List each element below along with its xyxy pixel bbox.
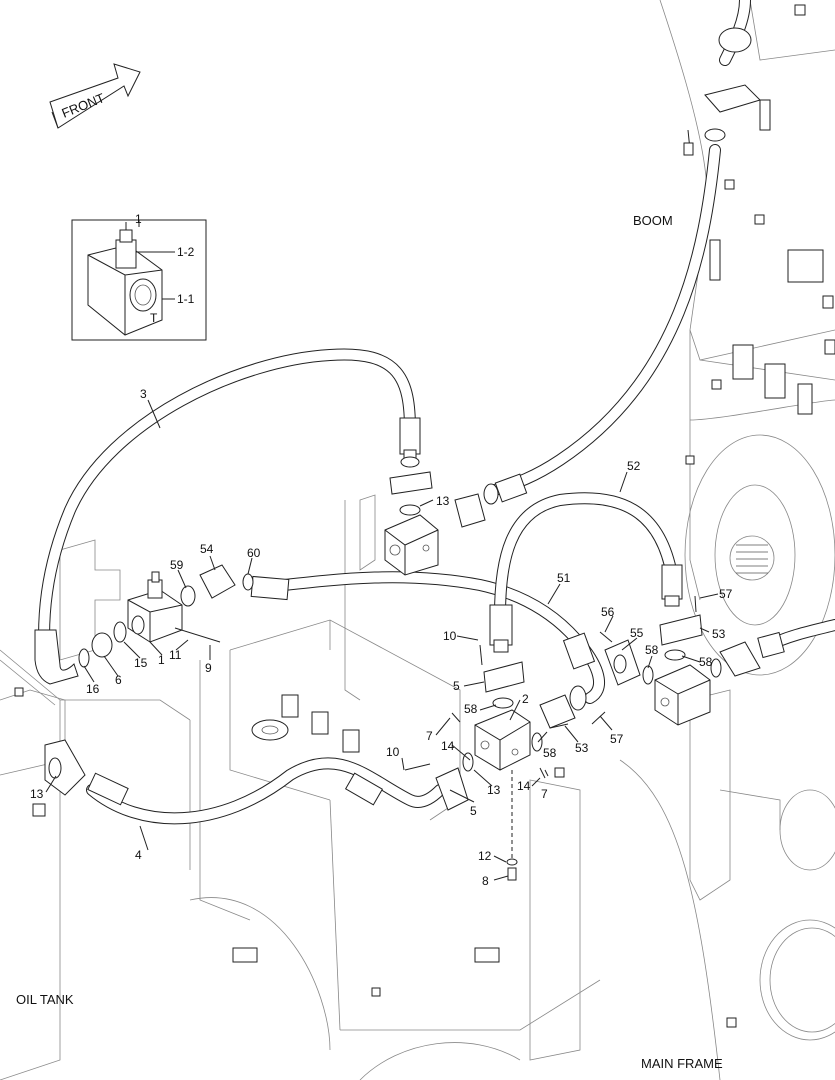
- callout-16: 16: [86, 682, 100, 696]
- area-labels: BOOM OIL TANK MAIN FRAME: [16, 213, 723, 1071]
- inset-body-label: 1-1: [177, 292, 195, 306]
- callout-9: 9: [205, 661, 212, 675]
- callout-11: 11: [169, 648, 182, 662]
- oil-tank-label: OIL TANK: [16, 992, 74, 1007]
- callout-5-top: 5: [453, 679, 460, 693]
- main-frame-label: MAIN FRAME: [641, 1056, 723, 1071]
- callout-57-b: 57: [610, 732, 624, 746]
- callout-58-a: 58: [464, 702, 478, 716]
- callout-3: 3: [140, 387, 147, 401]
- callout-51: 51: [557, 571, 571, 585]
- callout-14-a: 14: [441, 739, 455, 753]
- callout-53-b: 53: [575, 741, 589, 755]
- callout-60: 60: [247, 546, 261, 560]
- boom-hose: [454, 0, 761, 528]
- callout-10-top: 10: [443, 629, 457, 643]
- boom-label: BOOM: [633, 213, 673, 228]
- callout-5-bot: 5: [470, 804, 477, 818]
- callout-10-bot: 10: [386, 745, 400, 759]
- callout-53-a: 53: [712, 627, 726, 641]
- callout-58-c: 58: [645, 643, 659, 657]
- callout-8: 8: [482, 874, 489, 888]
- callout-56: 56: [601, 605, 615, 619]
- callout-59: 59: [170, 558, 184, 572]
- callout-15: 15: [134, 656, 148, 670]
- callout-52: 52: [627, 459, 641, 473]
- hose-3: [34, 348, 421, 685]
- callout-58-b: 58: [543, 746, 557, 760]
- callout-58-d: 58: [699, 655, 713, 669]
- callout-14-b: 14: [517, 779, 531, 793]
- hose-51: [250, 571, 605, 711]
- fitting-components: [78, 456, 711, 881]
- right-hose-stub: [710, 619, 835, 678]
- hose-52: [489, 492, 683, 653]
- callout-1: 1: [158, 653, 165, 667]
- callout-57-a: 57: [719, 587, 733, 601]
- callout-7-a: 7: [426, 729, 433, 743]
- callout-13-left: 13: [30, 787, 44, 801]
- hose-4: [44, 739, 446, 825]
- callout-13-top: 13: [436, 494, 450, 508]
- callout-54: 54: [200, 542, 214, 556]
- callout-13-mid: 13: [487, 783, 501, 797]
- inset-part-label: 1: [135, 212, 142, 226]
- callout-labels: 3 4 52 51 13 13 13 54 60 59 16 6 15 1 11…: [30, 387, 733, 888]
- front-direction-arrow: FRONT: [49, 63, 141, 129]
- valve-detail-inset: 1 T 1-2 1-1: [71, 212, 207, 341]
- callout-12: 12: [478, 849, 492, 863]
- callout-4: 4: [135, 848, 142, 862]
- callout-7-b: 7: [541, 787, 548, 801]
- callout-55: 55: [630, 626, 644, 640]
- callout-6: 6: [115, 673, 122, 687]
- leader-lines: [45, 399, 719, 881]
- callout-2: 2: [522, 692, 529, 706]
- inset-cartridge-label: 1-2: [177, 245, 195, 259]
- inset-port-mark: T: [150, 311, 158, 325]
